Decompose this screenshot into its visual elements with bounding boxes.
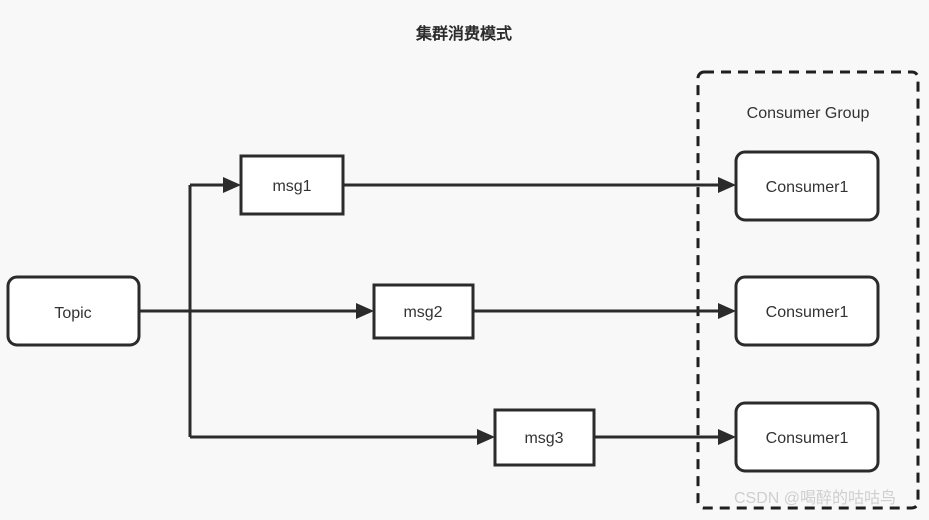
msg2-label: msg2 [403,304,442,321]
node-msg2[interactable]: msg2 [372,283,475,340]
arrow-head-to-consumer-3 [718,429,736,445]
page-title: 集群消费模式 [415,24,512,43]
consumer-group-label: Consumer Group [747,105,870,122]
node-msg1[interactable]: msg1 [239,154,345,216]
topic-label: Topic [54,305,91,322]
consumer-3-box[interactable] [734,401,880,473]
arrow-head-to-msg1 [223,177,241,193]
consumer-2-label: Consumer1 [766,304,849,321]
consumer-2-box[interactable] [734,275,880,347]
node-consumer-2[interactable]: Consumer1 [734,275,880,347]
arrow-head-to-msg2 [356,303,374,319]
consumer-3-label: Consumer1 [766,430,849,447]
consumer-1-label: Consumer1 [766,179,849,196]
node-msg3[interactable]: msg3 [493,408,596,467]
node-topic[interactable]: Topic [6,275,141,347]
arrow-head-to-consumer-1 [718,177,736,193]
topic-box[interactable] [6,275,141,347]
watermark: CSDN @喝醉的咕咕鸟 [734,489,896,507]
msg1-box[interactable] [239,154,345,216]
consumer-group-container [696,70,920,510]
arrow-head-to-consumer-2 [718,303,736,319]
msg3-label: msg3 [524,430,563,447]
consumer-1-box[interactable] [734,150,880,222]
msg3-box[interactable] [493,408,596,467]
msg2-box[interactable] [372,283,475,340]
msg1-label: msg1 [272,178,311,195]
node-consumer-3[interactable]: Consumer1 [734,401,880,473]
arrow-head-to-msg3 [477,429,495,445]
node-consumer-1[interactable]: Consumer1 [734,150,880,222]
